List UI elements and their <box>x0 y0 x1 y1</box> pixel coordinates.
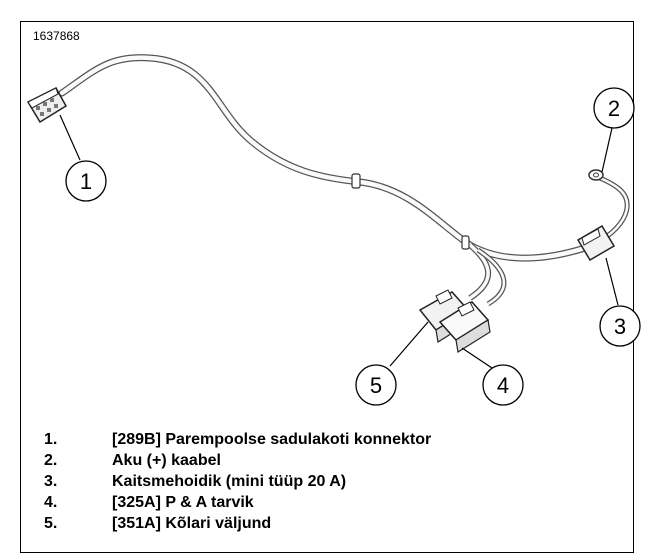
harness-cable <box>58 54 589 262</box>
figure-frame <box>20 21 634 553</box>
callout-5: 5 <box>355 364 397 406</box>
legend-item-1: 1. [289B] Parempoolse sadulakoti konnekto… <box>44 429 431 450</box>
figure-id: 1637868 <box>33 29 80 43</box>
legend-num: 2. <box>44 452 58 469</box>
legend-text: [289B] Parempoolse sadulakoti konnektor <box>112 431 432 448</box>
legend-text: [351A] Kõlari väljund <box>112 515 272 532</box>
battery-cable <box>584 175 630 251</box>
legend-text: [325A] P & A tarvik <box>112 494 254 511</box>
legend-item-4: 4. [325A] P & A tarvik <box>44 492 431 513</box>
legend-item-2: 2. Aku (+) kaabel <box>44 450 431 471</box>
saddlebag-connector-icon <box>26 87 68 124</box>
legend-text: Kaitsmehoidik (mini tüüp 20 A) <box>112 473 347 490</box>
callout-2: 2 <box>593 87 635 129</box>
fuse-holder-icon <box>576 224 616 262</box>
legend-num: 3. <box>44 473 58 490</box>
callout-5-label: 5 <box>370 373 382 398</box>
parts-legend: 1. [289B] Parempoolse sadulakoti konnekto… <box>44 429 431 534</box>
legend-num: 4. <box>44 494 58 511</box>
callout-1-label: 1 <box>80 169 92 194</box>
callout-2-label: 2 <box>608 96 620 121</box>
callout-4: 4 <box>482 364 524 406</box>
callout-3-label: 3 <box>614 314 626 339</box>
legend-item-3: 3. Kaitsmehoidik (mini tüüp 20 A) <box>44 471 431 492</box>
legend-text: Aku (+) kaabel <box>112 452 221 469</box>
harness-branch <box>468 242 507 307</box>
leader-lines <box>59 114 619 369</box>
legend-item-5: 5. [351A] Kõlari väljund <box>44 513 431 534</box>
cable-tie-icon <box>351 173 470 250</box>
callout-4-label: 4 <box>497 373 509 398</box>
ring-terminal-icon <box>588 169 604 181</box>
pa-accessory-connector-icon <box>438 301 491 353</box>
legend-num: 1. <box>44 431 58 448</box>
callout-1: 1 <box>65 160 107 202</box>
legend-num: 5. <box>44 515 58 532</box>
callout-3: 3 <box>599 305 641 347</box>
